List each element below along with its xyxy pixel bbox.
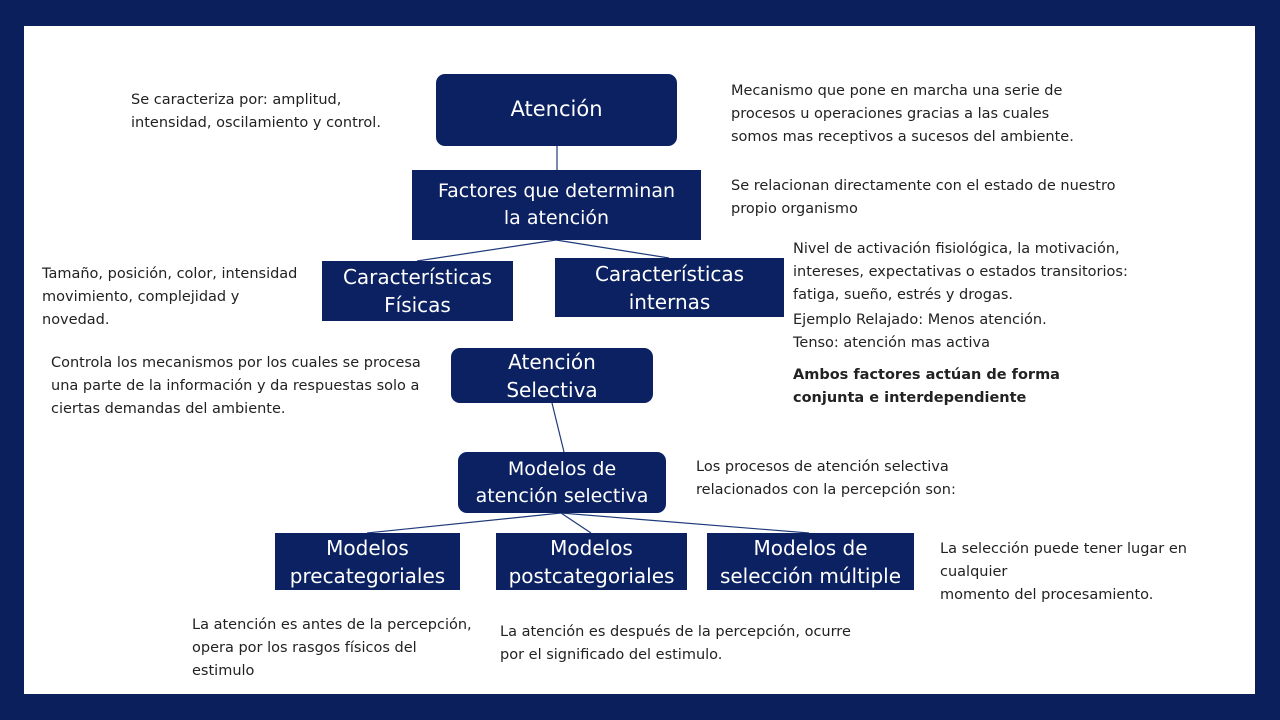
node-caracteristicas-fisicas: Características Físicas <box>322 261 513 321</box>
note-seleccion: La selección puede tener lugar en cualqu… <box>940 541 1187 603</box>
node-atencion-label: Atención <box>510 97 603 122</box>
node-atencion: Atención <box>436 74 677 146</box>
node-factores-label: Factores que determinan la atención <box>437 180 676 229</box>
node-modelos-atencion-selectiva-label: Modelos de atención selectiva <box>475 457 649 507</box>
node-factores: Factores que determinan la atención <box>412 170 701 240</box>
node-caracteristicas-internas: Características internas <box>555 258 784 317</box>
connector-factores-internas <box>555 239 670 259</box>
node-caracteristicas-fisicas-label: Características Físicas <box>342 265 493 317</box>
note-despues-percepcion: La atención es después de la percepción,… <box>500 624 851 663</box>
connector-selectiva-modelos <box>551 402 565 453</box>
note-caracteriza: Se caracteriza por: amplitud, intensidad… <box>131 92 381 131</box>
connector-modelos-postcategoriales <box>560 512 592 534</box>
node-caracteristicas-internas-label: Características internas <box>594 261 745 314</box>
node-modelos-postcategoriales: Modelos postcategoriales <box>496 533 687 590</box>
note-antes-percepcion: La atención es antes de la percepción, o… <box>192 617 472 679</box>
node-modelos-postcategoriales-label: Modelos postcategoriales <box>508 535 675 588</box>
node-modelos-seleccion-multiple-label: Modelos de selección múltiple <box>719 535 902 588</box>
note-relacionan: Se relacionan directamente con el estado… <box>731 178 1116 217</box>
node-atencion-selectiva: Atención Selectiva <box>451 348 653 403</box>
note-ambos-factores: Ambos factores actúan de forma conjunta … <box>793 367 1060 406</box>
node-atencion-selectiva-label: Atención Selectiva <box>506 349 598 402</box>
node-modelos-atencion-selectiva: Modelos de atención selectiva <box>458 452 666 513</box>
node-modelos-precategoriales: Modelos precategoriales <box>275 533 460 590</box>
note-mecanismo: Mecanismo que pone en marcha una serie d… <box>731 83 1074 145</box>
note-nivel: Nivel de activación fisiológica, la moti… <box>793 241 1128 303</box>
note-controla: Controla los mecanismos por los cuales s… <box>51 355 421 417</box>
node-modelos-seleccion-multiple: Modelos de selección múltiple <box>707 533 914 590</box>
node-modelos-precategoriales-label: Modelos precategoriales <box>289 535 446 588</box>
connector-modelos-multiple <box>560 512 810 534</box>
connector-factores-fisicas <box>416 239 557 262</box>
note-procesos: Los procesos de atención selectiva relac… <box>696 459 956 498</box>
note-tamano: Tamaño, posición, color, intensidad movi… <box>42 266 298 328</box>
connector-modelos-precategoriales <box>366 512 562 534</box>
note-ejemplo: Ejemplo Relajado: Menos atención. Tenso:… <box>793 312 1047 351</box>
